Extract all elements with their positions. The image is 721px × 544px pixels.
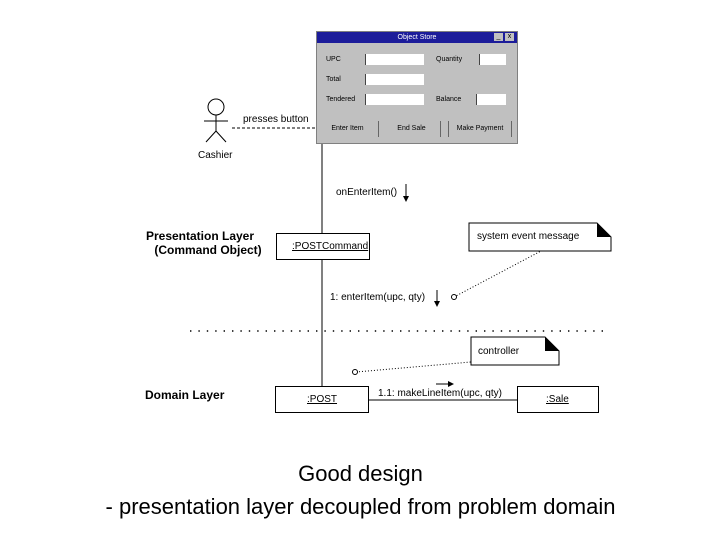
enter-item-arrowhead [434, 301, 440, 307]
sale-object: :Sale [517, 386, 599, 413]
make-line-item-message: 1.1: makeLineItem(upc, qty) [378, 388, 502, 399]
system-event-note-anchor [451, 294, 457, 300]
presentation-layer-label: Presentation Layer [145, 229, 255, 243]
upc-label: UPC [326, 56, 341, 63]
make-payment-button[interactable]: Make Payment [448, 121, 512, 137]
controller-note-shape [470, 336, 560, 366]
enter-item-message: 1: enterItem(upc, qty) [330, 292, 426, 303]
minimize-button[interactable]: _ [494, 33, 503, 41]
presses-button-label: presses button [243, 114, 309, 125]
quantity-field[interactable] [479, 54, 506, 65]
post-command-label: :POSTCommand [292, 241, 369, 252]
post-command-object: :POSTCommand [276, 233, 370, 260]
total-field[interactable] [365, 74, 424, 85]
domain-layer-label: Domain Layer [145, 388, 225, 402]
post-label: :POST [307, 394, 338, 405]
actor-name: Cashier [198, 150, 233, 161]
actor-figure [204, 98, 228, 143]
end-sale-button[interactable]: End Sale [383, 121, 441, 137]
tendered-label: Tendered [326, 96, 356, 103]
window-titlebar: Object Store _ x [317, 32, 517, 43]
upc-field[interactable] [365, 54, 424, 65]
enter-item-button[interactable]: Enter Item [317, 121, 379, 137]
system-event-note: system event message [477, 231, 580, 242]
make-line-item-arrowhead [448, 381, 454, 387]
on-enter-item-message: onEnterItem() [336, 187, 398, 198]
sale-label: :Sale [546, 394, 569, 405]
total-label: Total [326, 76, 341, 83]
system-event-note-connector [453, 250, 542, 298]
controller-note: controller [478, 346, 520, 357]
balance-label: Balance [436, 96, 462, 103]
controller-note-connector [355, 361, 472, 373]
post-object: :POST [275, 386, 369, 413]
balance-field[interactable] [476, 94, 506, 105]
object-store-window: Object Store _ x UPC Quantity Total Tend… [316, 31, 518, 144]
system-event-note-shape [468, 222, 612, 252]
caption-subtitle: - presentation layer decoupled from prob… [105, 494, 616, 519]
controller-note-anchor [352, 369, 358, 375]
on-enter-item-arrowhead [403, 196, 409, 202]
caption-title: Good design [298, 461, 423, 486]
close-button[interactable]: x [505, 33, 514, 41]
command-object-label: (Command Object) [154, 243, 262, 257]
tendered-field[interactable] [365, 94, 424, 105]
window-title: Object Store [397, 34, 437, 41]
quantity-label: Quantity [436, 56, 463, 63]
